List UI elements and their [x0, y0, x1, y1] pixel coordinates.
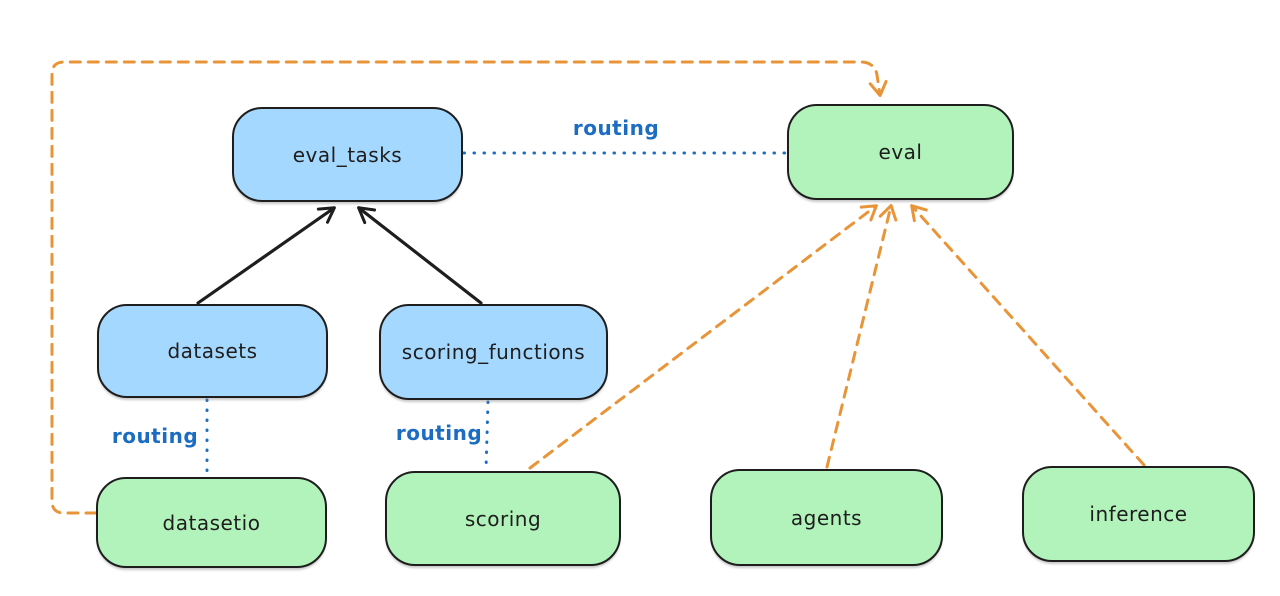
edge-datasets-eval_tasks	[196, 206, 336, 305]
node-agents[interactable]: agents	[710, 469, 943, 566]
node-scoring-label: scoring	[464, 506, 542, 531]
edge-agents-eval	[825, 204, 898, 469]
node-eval[interactable]: eval	[787, 104, 1014, 200]
node-datasetio-label: datasetio	[162, 510, 261, 535]
node-scoring_functions[interactable]: scoring_functions	[379, 304, 608, 400]
node-eval_tasks[interactable]: eval_tasks	[232, 107, 463, 202]
node-inference-label: inference	[1089, 502, 1188, 526]
edge-label-routing-eval_tasks-eval: routing	[572, 116, 660, 140]
node-eval-label: eval	[878, 140, 923, 164]
node-datasets[interactable]: datasets	[97, 304, 328, 398]
node-datasets-label: datasets	[167, 339, 258, 363]
node-datasetio[interactable]: datasetio	[96, 477, 327, 568]
node-scoring[interactable]: scoring	[385, 471, 621, 566]
node-agents-label: agents	[790, 505, 863, 530]
edge-scoring_functions-eval_tasks	[357, 206, 483, 305]
node-eval_tasks-label: eval_tasks	[292, 142, 403, 167]
edge-label-routing-datasets-datasetio: routing	[111, 424, 199, 448]
node-inference[interactable]: inference	[1022, 466, 1255, 562]
edge-scoring_functions-scoring	[484, 400, 490, 471]
edge-scoring-eval	[528, 204, 878, 470]
edge-inference-eval	[910, 204, 1146, 467]
edge-label-routing-scoring_functions-scoring: routing	[395, 421, 483, 445]
node-scoring_functions-label: scoring_functions	[401, 340, 586, 364]
edge-datasetio-eval-loop	[50, 60, 888, 515]
